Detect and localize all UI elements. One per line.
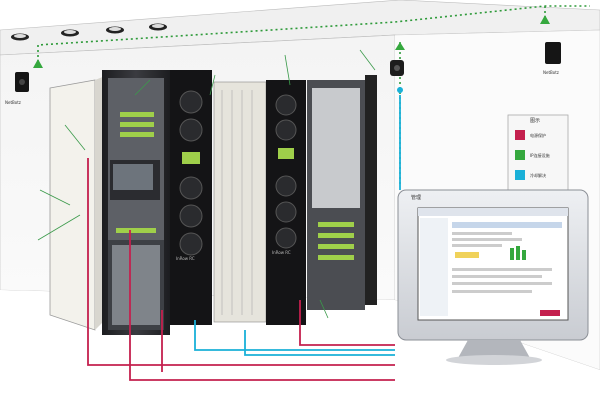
legend-title: 图示: [530, 118, 541, 124]
legend-key-power: [515, 130, 525, 140]
camera-sensor-icon: [15, 42, 561, 92]
legend-key-ip: [515, 150, 525, 160]
legend-label-cooling: 冷却解决: [530, 173, 546, 178]
monitor: [397, 189, 589, 365]
ceiling-plane: [0, 0, 600, 56]
triangle-marker-icon: [33, 59, 43, 68]
legend-key-cooling: [515, 170, 525, 180]
monitor-label: 管理: [411, 195, 422, 201]
right-sensor-label: NetBotz: [543, 70, 559, 75]
inrow-left-label: InRow RC: [176, 256, 195, 261]
server-rack-2: [213, 81, 267, 323]
inrow-right-label: InRow RC: [272, 250, 291, 255]
legend-label-ip: IP连接设施: [530, 153, 550, 158]
legend-label-power: 电源保护: [530, 133, 546, 138]
network-dotted-line: [37, 5, 590, 62]
ceiling-light-icon: [11, 23, 167, 41]
left-sensor-label: NetBotz: [5, 100, 21, 105]
